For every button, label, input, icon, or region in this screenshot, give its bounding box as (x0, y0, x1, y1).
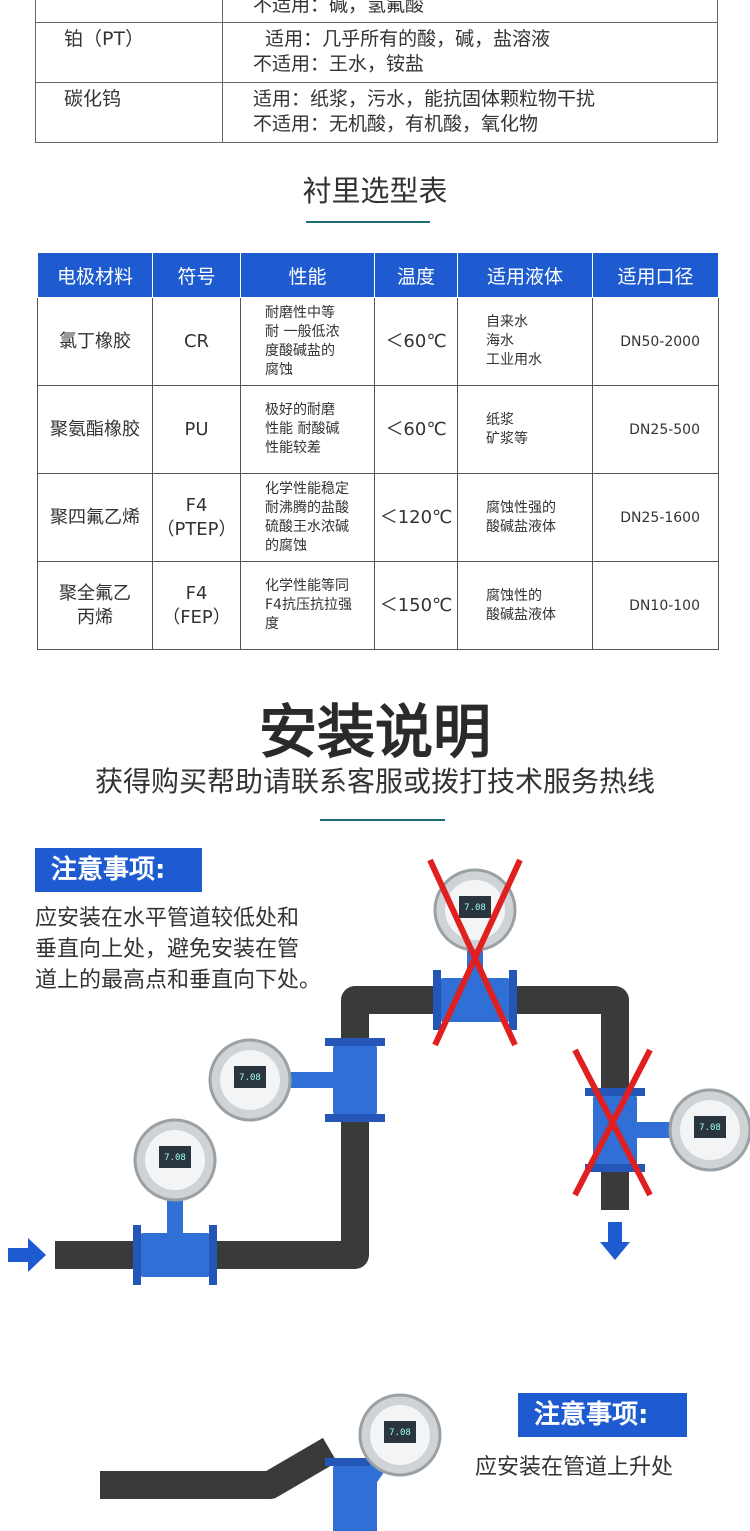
symbol-cell: PU (152, 385, 241, 474)
liquid-cell: 自来水 海水 工业用水 (457, 297, 593, 386)
pipe (55, 986, 629, 1269)
material-cell: 聚氨酯橡胶 (37, 385, 153, 474)
usage-line: 适用：纸浆，污水，能抗固体颗粒物干扰 (253, 88, 596, 110)
meter-display: 7.08 (699, 1123, 721, 1133)
material-cell: 碳化钨 (35, 82, 223, 143)
note-text: 应安装在管道上升处 (475, 1455, 674, 1480)
dn-cell: DN50-2000 (592, 297, 719, 386)
material-cell (35, 0, 223, 23)
material-cell: 聚四氟乙烯 (37, 473, 153, 562)
table-header: 电极材料 符号 性能 温度 适用液体 适用口径 (37, 252, 719, 298)
meter-display: 7.08 (464, 903, 486, 913)
flow-meter-rising: 7.08 (325, 1393, 442, 1531)
temp-cell: ＜60℃ (374, 385, 458, 474)
meter-display: 7.08 (164, 1153, 186, 1163)
liquid-cell: 腐蚀性的 酸碱盐液体 (457, 561, 593, 650)
electrode-table: 不适用：碱，氢氟酸 铂（PT） 适用：几乎所有的酸，碱，盐溶液不适用：王水，铵盐… (35, 0, 718, 143)
dn-cell: DN10-100 (592, 561, 719, 650)
table-row: 碳化钨 适用：纸浆，污水，能抗固体颗粒物干扰不适用：无机酸，有机酸，氧化物 (35, 82, 718, 143)
arrow-right-icon (8, 1238, 46, 1272)
header-symbol: 符号 (152, 252, 241, 298)
symbol-cell: CR (152, 297, 241, 386)
install-title: 安装说明 (258, 698, 491, 766)
material-cell: 氯丁橡胶 (37, 297, 153, 386)
header-performance: 性能 (240, 252, 375, 298)
dn-cell: DN25-500 (592, 385, 719, 474)
header-material: 电极材料 (37, 252, 153, 298)
cross-icon (427, 858, 523, 1047)
flow-meter-correct: 7.08 (133, 1118, 217, 1285)
temp-cell: ＜120℃ (374, 473, 458, 562)
header-temp: 温度 (374, 252, 458, 298)
lining-title: 衬里选型表 (302, 174, 448, 208)
symbol-cell: F4 （PTEP） (152, 473, 241, 562)
usage-line: 不适用：王水，铵盐 (253, 53, 425, 75)
table-row: 不适用：碱，氢氟酸 (35, 0, 718, 23)
liquid-cell: 纸浆 矿浆等 (457, 385, 593, 474)
performance-cell: 化学性能稳定 耐沸腾的盐酸 硫酸王水浓碱 的腐蚀 (240, 473, 375, 562)
flow-meter-correct-vertical: 7.08 (208, 1038, 385, 1122)
table-row: 铂（PT） 适用：几乎所有的酸，碱，盐溶液不适用：王水，铵盐 (35, 22, 718, 83)
usage-line: 不适用：碱，氢氟酸 (253, 0, 425, 16)
header-liquid: 适用液体 (457, 252, 593, 298)
note-text: 应安装在水平管道较低处和 垂直向上处，避免安装在管 道上的最高点和垂直向下处。 (35, 903, 321, 996)
performance-cell: 极好的耐磨 性能 耐酸碱 性能较差 (240, 385, 375, 474)
installation-diagram: 7.08 7.08 7.08 7.08 7.08 (8, 858, 750, 1531)
material-cell: 聚全氟乙 丙烯 (37, 561, 153, 650)
temp-cell: ＜60℃ (374, 297, 458, 386)
symbol-cell: F4 （FEP） (152, 561, 241, 650)
cross-icon (572, 1048, 653, 1197)
flow-meter-wrong-top: 7.08 (427, 858, 523, 1047)
performance-cell: 耐磨性中等 耐 一般低浓 度酸碱盐的 腐蚀 (240, 297, 375, 386)
note-line: 应安装在水平管道较低处和 (35, 906, 300, 931)
dn-cell: DN25-1600 (592, 473, 719, 562)
pipe-rising (100, 1437, 338, 1499)
usage-line: 不适用：无机酸，有机酸，氧化物 (253, 113, 539, 135)
usage-line: 适用：几乎所有的酸，碱，盐溶液 (253, 28, 551, 50)
meter-display: 7.08 (389, 1428, 411, 1438)
note-badge: 注意事项: (518, 1393, 687, 1437)
liquid-cell: 腐蚀性强的 酸碱盐液体 (457, 473, 593, 562)
note-line: 道上的最高点和垂直向下处。 (35, 968, 322, 993)
performance-cell: 化学性能等同 F4抗压抗拉强 度 (240, 561, 375, 650)
flow-meter-wrong-down: 7.08 (585, 1088, 750, 1172)
temp-cell: ＜150℃ (374, 561, 458, 650)
note-badge: 注意事项: (35, 848, 202, 892)
flow-arrows (8, 1222, 630, 1272)
install-subtitle: 获得购买帮助请联系客服或拨打技术服务热线 (94, 765, 655, 798)
meter-display: 7.08 (239, 1073, 261, 1083)
note-line: 垂直向上处，避免安装在管 (35, 937, 300, 962)
material-cell: 铂（PT） (35, 22, 223, 83)
title-underline (320, 819, 445, 821)
header-dn: 适用口径 (592, 252, 719, 298)
title-underline (306, 221, 430, 223)
arrow-down-icon (600, 1222, 630, 1260)
